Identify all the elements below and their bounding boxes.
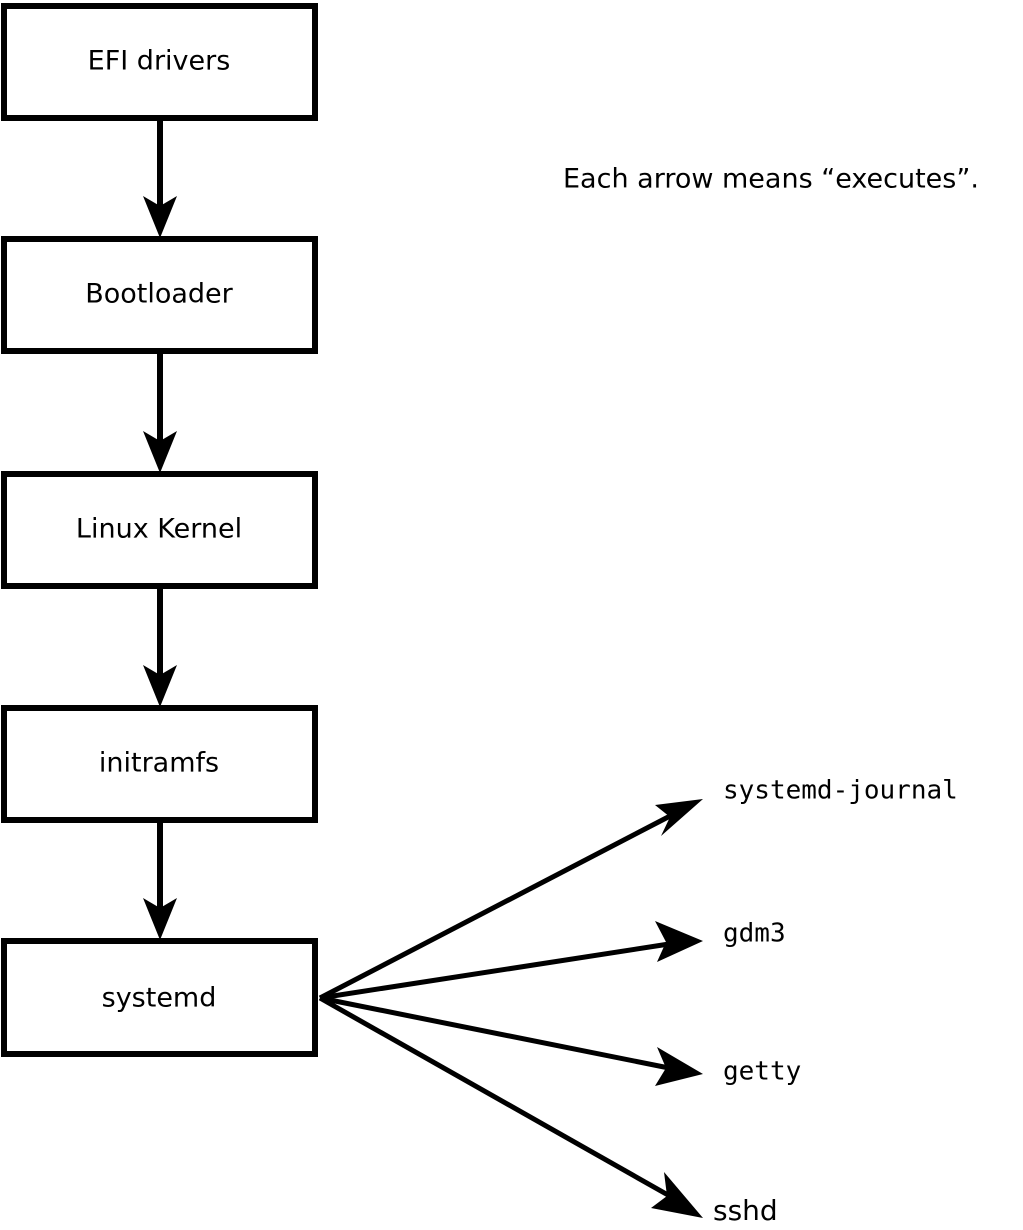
diagram-caption: Each arrow means “executes”. (563, 164, 979, 195)
leaf-label-sshd: sshd (713, 1194, 778, 1227)
arrow-shaft (319, 995, 670, 1071)
box-label-bootloader: Bootloader (85, 279, 233, 310)
arrow-head-diagonal-icon (655, 921, 703, 962)
box-label-initramfs: initramfs (99, 748, 219, 779)
arrow-head-diagonal-icon (655, 1047, 703, 1086)
process-box-linux-kernel[interactable]: Linux Kernel (1, 471, 318, 589)
box-label-efi-drivers: EFI drivers (88, 46, 231, 77)
arrow-shaft (318, 995, 670, 1198)
arrow-systemd-to-gdm3 (319, 921, 703, 1001)
arrow-bootloader-to-linux-kernel (143, 353, 177, 473)
arrow-head-diagonal-icon (655, 799, 703, 836)
box-outline-efi-drivers (1, 3, 318, 121)
process-box-initramfs[interactable]: initramfs (1, 705, 318, 823)
box-outline-initramfs (1, 705, 318, 823)
arrow-efi-drivers-to-bootloader (143, 118, 177, 238)
leaf-label-gdm3: gdm3 (723, 919, 786, 949)
process-box-efi-drivers[interactable]: EFI drivers (1, 3, 318, 121)
arrow-linux-kernel-to-initramfs (143, 588, 177, 707)
arrow-head-down-icon (143, 431, 177, 473)
box-label-linux-kernel: Linux Kernel (76, 514, 242, 545)
leaf-label-getty: getty (723, 1057, 801, 1087)
arrow-systemd-to-sshd (318, 995, 703, 1218)
arrow-head-diagonal-icon (651, 1172, 703, 1218)
arrow-systemd-to-getty (319, 995, 703, 1086)
arrow-shaft (319, 941, 670, 1001)
box-label-systemd: systemd (102, 983, 217, 1014)
leaf-label-systemd-journal: systemd-journal (723, 776, 958, 806)
arrow-head-down-icon (143, 665, 177, 707)
process-box-bootloader[interactable]: Bootloader (1, 236, 318, 354)
box-outline-systemd (1, 938, 318, 1057)
arrow-initramfs-to-systemd (143, 822, 177, 940)
arrow-systemd-to-systemd-journal (318, 799, 703, 1001)
arrow-head-down-icon (143, 898, 177, 940)
arrow-shaft (318, 812, 674, 1001)
arrow-head-down-icon (143, 196, 177, 238)
box-outline-bootloader (1, 236, 318, 354)
process-box-systemd[interactable]: systemd (1, 938, 318, 1057)
box-outline-linux-kernel (1, 471, 318, 589)
